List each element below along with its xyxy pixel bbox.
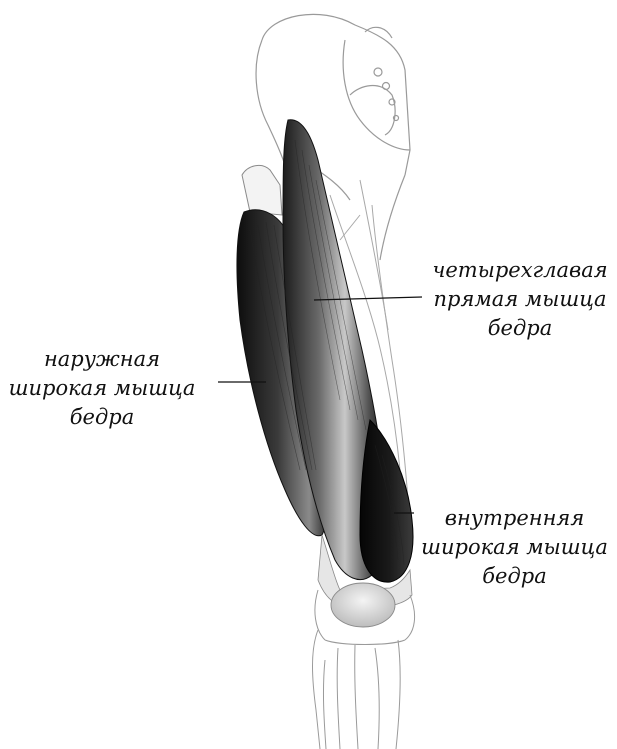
label-vastus-medialis-line-1: внутренняя (412, 504, 617, 533)
label-vastus-lateralis-line-2: широкая мышца (2, 374, 202, 403)
label-rectus-femoris-line-3: бедра (422, 314, 617, 343)
label-vastus-lateralis-line-1: наружная (2, 345, 202, 374)
label-vastus-lateralis: наружная широкая мышца бедра (2, 345, 202, 432)
kneecap (331, 583, 395, 627)
label-rectus-femoris-line-1: четырехглавая (422, 256, 617, 285)
label-rectus-femoris-line-2: прямая мышца (422, 285, 617, 314)
label-vastus-medialis-line-2: широкая мышца (412, 533, 617, 562)
label-rectus-femoris: четырехглавая прямая мышца бедра (422, 256, 617, 343)
label-vastus-lateralis-line-3: бедра (2, 403, 202, 432)
label-vastus-medialis-line-3: бедра (412, 562, 617, 591)
vastus-medialis-muscle (360, 420, 413, 582)
label-vastus-medialis: внутренняя широкая мышца бедра (412, 504, 617, 591)
trochanter-outline (242, 165, 282, 215)
